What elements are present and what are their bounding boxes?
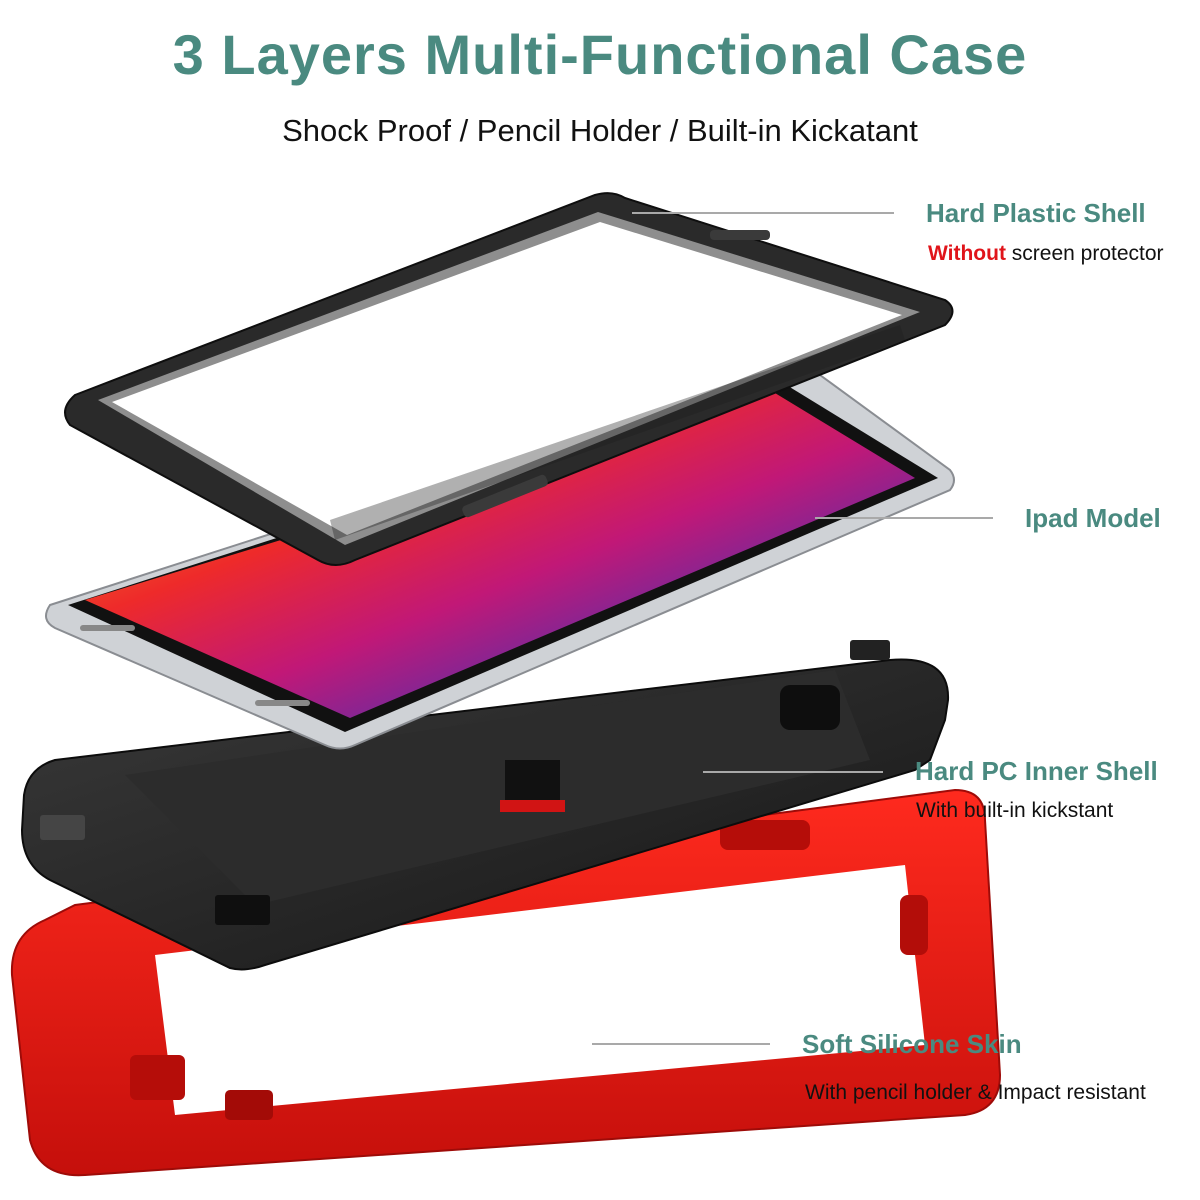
speaker-grille bbox=[80, 625, 135, 631]
button-cutout bbox=[710, 230, 770, 240]
callout-hard-plastic-shell-title: Hard Plastic Shell bbox=[926, 198, 1146, 228]
ipad-layer bbox=[45, 365, 955, 750]
callout-ipad-model-title: Ipad Model bbox=[1025, 503, 1161, 533]
ipad-screen bbox=[85, 390, 915, 718]
callout-silicone-skin-title: Soft Silicone Skin bbox=[802, 1029, 1022, 1059]
leader-line-ipad bbox=[815, 517, 993, 519]
callout-inner-shell-title: Hard PC Inner Shell bbox=[915, 756, 1158, 786]
plastic-shell-layer bbox=[64, 192, 954, 566]
note-text: screen protector bbox=[1011, 242, 1164, 265]
kickstand-slot bbox=[130, 1055, 185, 1100]
corner-vent bbox=[225, 1090, 273, 1120]
warning-word: Without bbox=[928, 242, 1006, 265]
page-subtitle: Shock Proof / Pencil Holder / Built-in K… bbox=[282, 113, 918, 148]
callout-inner-shell-note: With built-in kickstant bbox=[916, 799, 1114, 822]
callout-silicone-skin-note: With pencil holder & Impact resistant bbox=[805, 1081, 1146, 1104]
leader-line-plastic-shell bbox=[632, 212, 894, 214]
inner-shell-layer bbox=[20, 640, 950, 971]
camera-cutout bbox=[780, 685, 840, 730]
leader-line-inner-shell bbox=[703, 771, 883, 773]
callout-hard-plastic-shell-note: Without screen protector bbox=[928, 242, 1164, 266]
leader-line-silicone bbox=[592, 1043, 770, 1045]
page-title: 3 Layers Multi-Functional Case bbox=[172, 23, 1028, 86]
pencil-holder-slot bbox=[720, 820, 810, 850]
kickstand bbox=[505, 760, 560, 805]
